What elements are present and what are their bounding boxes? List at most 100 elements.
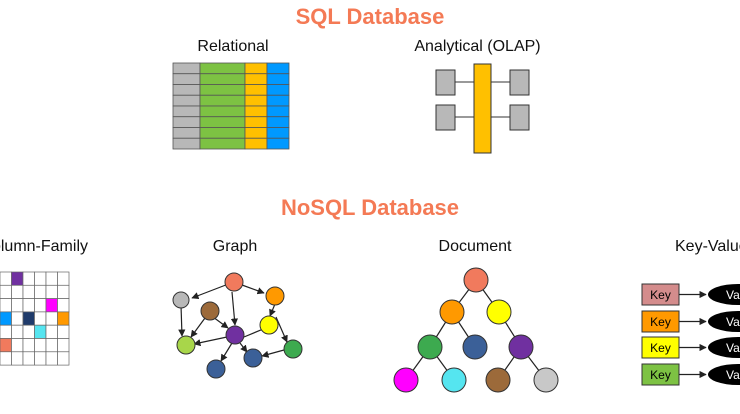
grid-cell [45, 351, 58, 366]
olap-fact-bar [473, 63, 492, 154]
table-cell [199, 73, 246, 85]
table-cell [244, 73, 268, 85]
grid-cell [0, 351, 12, 366]
table-cell [172, 127, 201, 139]
table-cell [199, 137, 246, 150]
column-family-grid-icon [0, 271, 70, 366]
graph-node [206, 359, 226, 379]
grid-cell [45, 271, 58, 286]
key-value-icon: KeyValueKeyValueKeyValueKeyValue [641, 283, 740, 386]
value-ellipse [708, 364, 740, 385]
value-ellipse [708, 337, 740, 358]
table-cell [199, 62, 246, 75]
table-cell [244, 105, 268, 118]
table-cell [199, 105, 246, 118]
table-cell [172, 73, 201, 85]
document-node [393, 367, 419, 393]
table-cell [266, 105, 290, 118]
grid-cell [57, 351, 70, 366]
grid-cell [45, 284, 58, 299]
graph-node [259, 315, 279, 335]
table-cell [266, 127, 290, 139]
graph-label: Graph [212, 238, 258, 255]
key-text: Key [650, 288, 671, 302]
document-node [533, 367, 559, 393]
table-cell [172, 94, 201, 107]
value-text: Value [726, 368, 740, 382]
olap-dimension-box [435, 104, 456, 131]
grid-cell [11, 284, 24, 299]
grid-cell [0, 311, 12, 326]
table-cell [172, 137, 201, 150]
relational-label: Relational [197, 38, 269, 55]
table-cell [172, 105, 201, 118]
table-cell [244, 94, 268, 107]
olap-dimension-box [509, 69, 530, 96]
document-node [439, 299, 465, 325]
table-cell [199, 116, 246, 128]
grid-cell [11, 338, 24, 353]
olap-dimension-box [509, 104, 530, 131]
grid-cell [11, 311, 24, 326]
table-cell [244, 127, 268, 139]
graph-node [224, 272, 244, 292]
key-text: Key [650, 368, 671, 382]
table-cell [266, 84, 290, 96]
value-ellipse [708, 311, 740, 332]
document-node [486, 299, 512, 325]
table-cell [244, 137, 268, 150]
table-cell [244, 62, 268, 75]
grid-cell [22, 284, 35, 299]
grid-cell [0, 338, 12, 353]
table-cell [266, 137, 290, 150]
value-text: Value [726, 288, 740, 302]
key-text: Key [650, 341, 671, 355]
table-cell [172, 116, 201, 128]
graph-node [265, 286, 285, 306]
document-tree-icon [393, 267, 559, 393]
grid-cell [11, 351, 24, 366]
graph-node [172, 291, 190, 309]
grid-cell [57, 284, 70, 299]
value-ellipse [708, 284, 740, 305]
graph-node [243, 348, 263, 368]
document-node [417, 334, 443, 360]
grid-cell [0, 271, 12, 286]
grid-cell [34, 338, 47, 353]
key-value-label: Key-Value [675, 238, 740, 255]
table-cell [266, 94, 290, 107]
document-node [485, 367, 511, 393]
value-text: Value [726, 315, 740, 329]
table-cell [244, 116, 268, 128]
table-cell [199, 127, 246, 139]
table-cell [172, 84, 201, 96]
grid-cell [34, 351, 47, 366]
value-text: Value [726, 341, 740, 355]
graph-icon [172, 272, 303, 379]
grid-cell [34, 284, 47, 299]
grid-cell [22, 311, 35, 326]
grid-cell [45, 311, 58, 326]
document-label: Document [438, 238, 512, 255]
graph-node [225, 325, 245, 345]
olap-cube-icon [435, 63, 530, 154]
grid-cell [34, 271, 47, 286]
olap-label: Analytical (OLAP) [414, 38, 541, 55]
sql-database-heading: SQL Database [295, 4, 445, 29]
grid-cell [34, 324, 47, 339]
grid-cell [22, 271, 35, 286]
nosql-database-heading: NoSQL Database [280, 195, 460, 220]
table-cell [244, 84, 268, 96]
grid-cell [0, 298, 12, 313]
grid-cell [11, 298, 24, 313]
grid-cell [57, 324, 70, 339]
grid-cell [11, 271, 24, 286]
table-cell [266, 62, 290, 75]
grid-cell [45, 324, 58, 339]
graph-node [176, 335, 196, 355]
grid-cell [22, 351, 35, 366]
graph-node [283, 339, 303, 359]
relational-table-icon [172, 62, 290, 150]
olap-dimension-box [435, 69, 456, 96]
grid-cell [57, 338, 70, 353]
